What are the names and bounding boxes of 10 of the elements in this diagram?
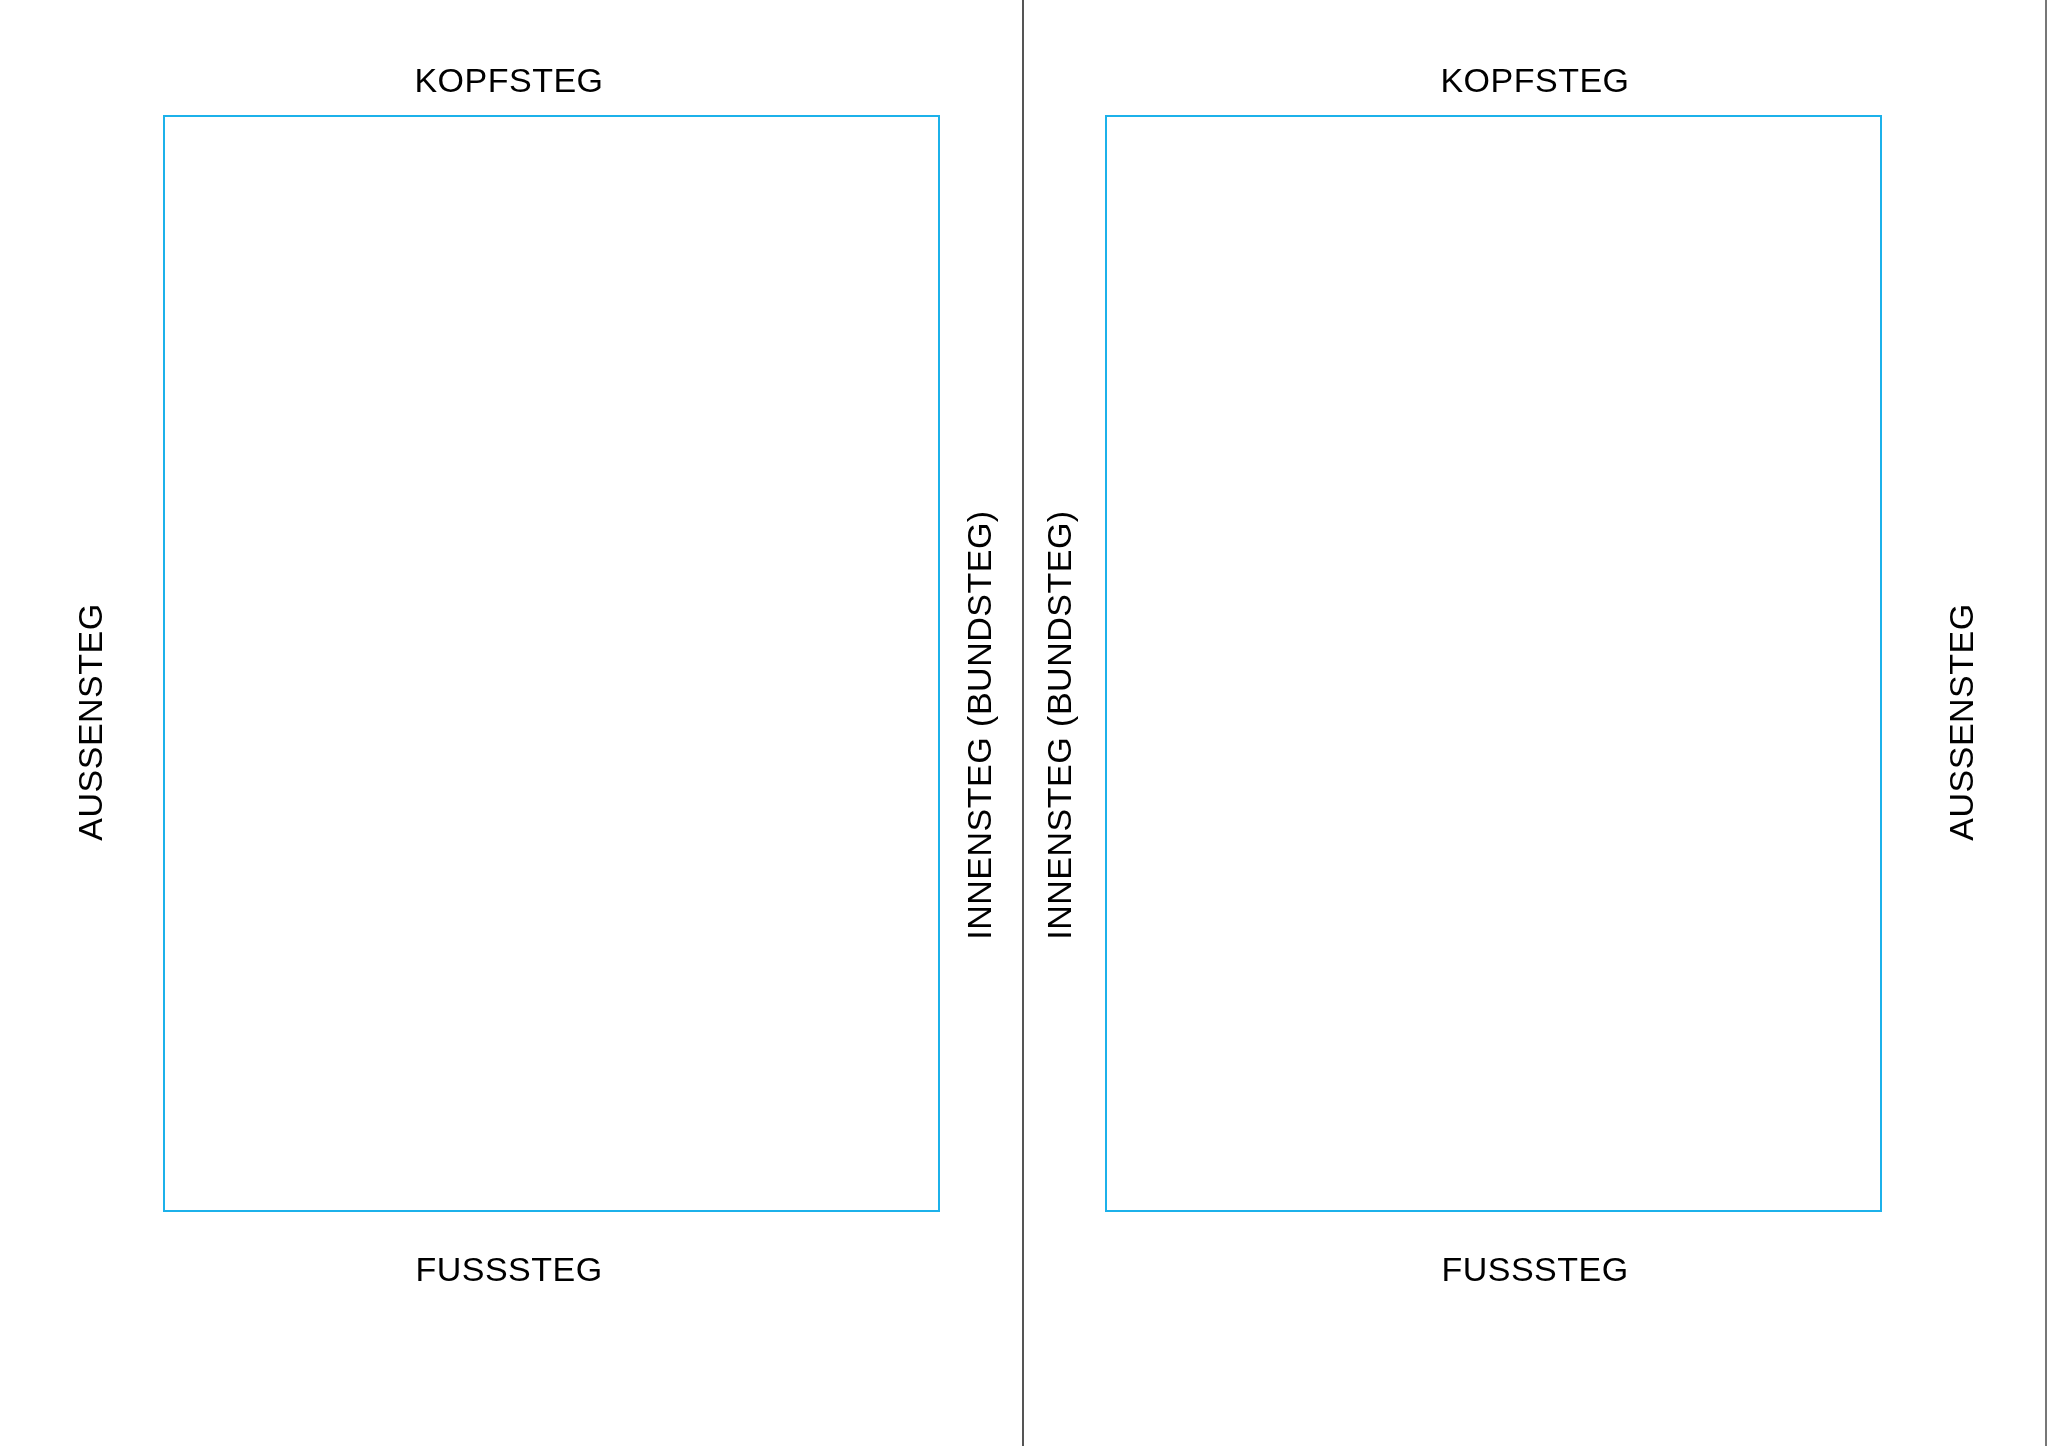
margin-label: AUSSENSTEG — [72, 603, 110, 841]
margin-label: FUSSSTEG — [1441, 1251, 1629, 1289]
margin-label: FUSSSTEG — [415, 1251, 603, 1289]
text-area-frame — [1105, 115, 1882, 1212]
text-area-frame — [163, 115, 940, 1212]
margin-label: AUSSENSTEG — [1943, 603, 1981, 841]
margin-label: KOPFSTEG — [414, 62, 604, 100]
margin-label: KOPFSTEG — [1440, 62, 1630, 100]
margin-label: INNENSTEG (BUNDSTEG) — [961, 510, 999, 940]
margin-label: INNENSTEG (BUNDSTEG) — [1041, 510, 1079, 940]
